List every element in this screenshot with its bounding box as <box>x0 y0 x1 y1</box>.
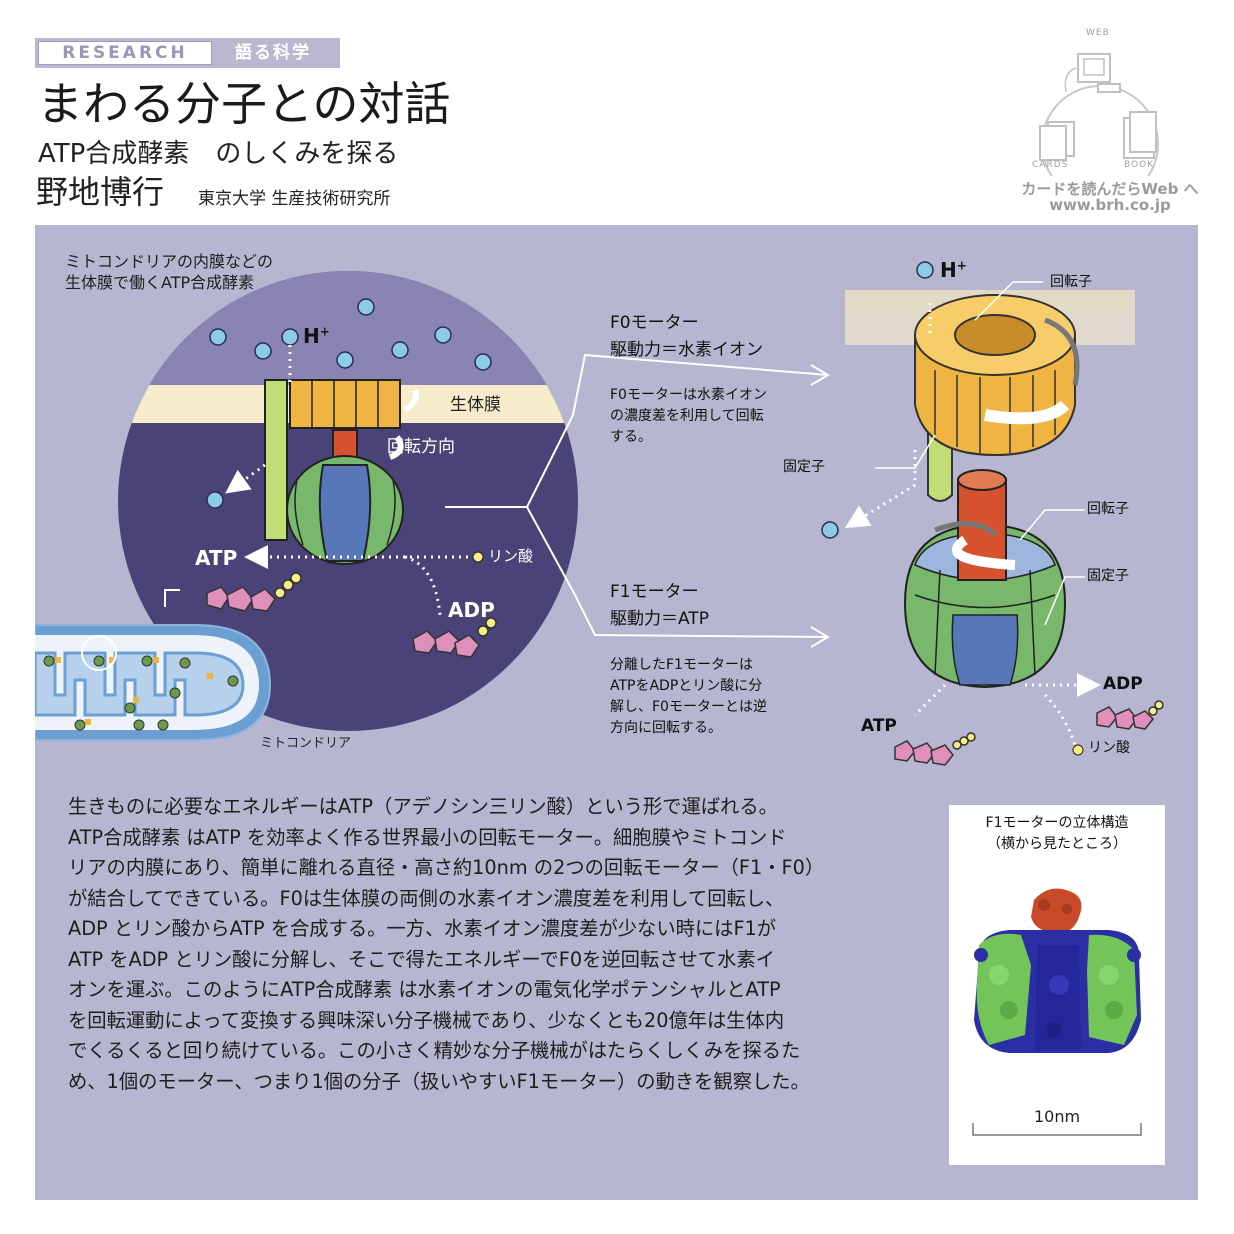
web-link-text[interactable]: カードを読んだらWeb へ <box>1021 180 1199 198</box>
section-tag: RESEARCH 語る科学 <box>35 38 340 68</box>
adp-molecule <box>412 617 497 658</box>
research-label: RESEARCH <box>38 41 212 65</box>
f1-structure-inset: F1モーターの立体構造（横から見たところ） 10nm <box>949 805 1165 1165</box>
f0-description: F0モーターは水素イオンの濃度差を利用して回転する。 <box>610 387 767 445</box>
phosphate-label: リン酸 <box>488 547 534 565</box>
f1-drive: 駆動力＝ATP <box>610 609 709 629</box>
article-body: 生きものに必要なエネルギーはATP（アデノシン三リン酸）という形で運ばれる。AT… <box>68 795 825 1093</box>
web-badge[interactable]: WEB CARDS BOOK カードを読んだらWeb へ www.brh.co.… <box>1021 26 1198 216</box>
scale-label: 10nm <box>1033 1107 1081 1126</box>
f1-rotor-label: 回転子 <box>1087 501 1129 517</box>
stator-stalk <box>264 379 288 541</box>
book-label: BOOK <box>1124 160 1155 170</box>
f1-motor-3d <box>875 281 1164 766</box>
mitochondrion-illustration <box>35 624 272 741</box>
author-name: 野地博行 <box>36 173 165 211</box>
cards-label: CARDS <box>1032 160 1069 170</box>
category-label: 語る科学 <box>235 43 311 63</box>
web-url[interactable]: www.brh.co.jp <box>1049 196 1171 214</box>
mitochondria-label: ミトコンドリア <box>260 736 352 751</box>
f0-rotor-block <box>289 379 401 429</box>
hydrogen-ions <box>209 298 492 371</box>
adp-label: ADP <box>448 598 495 622</box>
web-cards-book-icon <box>1039 53 1159 203</box>
diagram-caption: ミトコンドリアの内膜などの生体膜で働くATP合成酵素 <box>65 252 274 292</box>
diagram-panel: ミトコンドリアの内膜などの生体膜で働くATP合成酵素 H+ 生体膜 回転方向 A… <box>35 225 1198 1200</box>
atp-synthase-diagram <box>35 261 1164 766</box>
f1-stator-label: 固定子 <box>1087 568 1129 584</box>
inset-title: F1モーターの立体構造（横から見たところ） <box>985 815 1129 852</box>
atp-molecule <box>206 572 302 612</box>
f1-adp-label: ADP <box>1103 674 1143 694</box>
f0-title: F0モーター <box>610 313 699 333</box>
f0-motor-3d <box>821 261 1135 539</box>
f1-phosphate-label: リン酸 <box>1088 740 1130 756</box>
scale-bar <box>972 1123 1142 1136</box>
atp-label: ATP <box>195 546 238 570</box>
f1-atp-label: ATP <box>861 716 897 736</box>
membrane-label: 生体膜 <box>450 395 501 415</box>
h-plus-label-right: H+ <box>940 258 967 282</box>
page-subtitle: ATP合成酵素 のしくみを探る <box>38 139 399 169</box>
author-affiliation: 東京大学 生産技術研究所 <box>198 189 391 209</box>
f0-drive: 駆動力＝水素イオン <box>610 340 763 360</box>
f0-stator-label: 固定子 <box>783 459 825 475</box>
connector-lines <box>445 353 830 648</box>
web-label: WEB <box>1086 28 1110 38</box>
f1-structure-image <box>972 888 1142 1136</box>
h-plus-label: H+ <box>303 324 330 348</box>
rotation-label: 回転方向 <box>387 437 455 457</box>
f1-title: F1モーター <box>610 582 699 602</box>
page-title: まわる分子との対話 <box>37 77 451 131</box>
f0-rotor-label: 回転子 <box>1050 274 1092 290</box>
